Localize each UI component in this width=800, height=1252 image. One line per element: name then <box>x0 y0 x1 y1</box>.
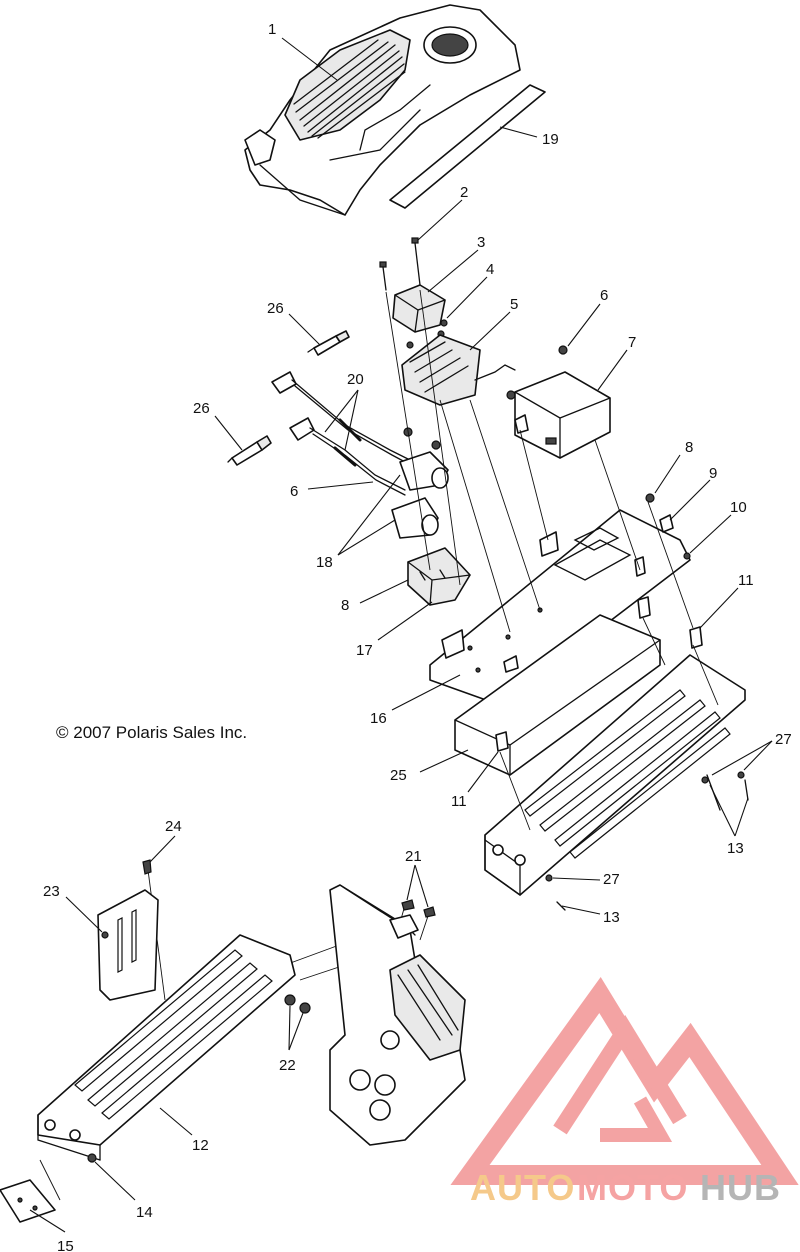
rivet <box>545 874 553 882</box>
callout-18: 18 <box>316 554 333 571</box>
callout-1: 1 <box>268 21 276 38</box>
nut <box>645 493 655 503</box>
callout-24: 24 <box>165 818 182 835</box>
floor-pan <box>37 934 296 1161</box>
rivet <box>737 771 745 779</box>
nut <box>284 994 296 1006</box>
callout-25: 25 <box>390 767 407 784</box>
relay-module <box>392 284 448 338</box>
automotohub-logo <box>450 976 799 1185</box>
side-panel <box>329 884 466 1146</box>
callout-13: 13 <box>727 840 744 857</box>
callout-17: 17 <box>356 642 373 659</box>
callout-11: 11 <box>451 793 467 810</box>
bolt <box>423 906 436 918</box>
callout-7: 7 <box>628 334 636 351</box>
screw <box>142 859 152 875</box>
callout-27: 27 <box>775 731 792 748</box>
callout-15: 15 <box>57 1238 74 1252</box>
callout-10: 10 <box>730 499 747 516</box>
spark-plug <box>227 435 272 466</box>
spark-plug <box>307 330 350 356</box>
callout-13: 13 <box>603 909 620 926</box>
callout-4: 4 <box>486 261 494 278</box>
callout-14: 14 <box>136 1204 153 1221</box>
callout-8: 8 <box>685 439 693 456</box>
callout-6: 6 <box>290 483 298 500</box>
voltage-regulator <box>401 334 516 406</box>
nut <box>506 390 516 400</box>
ignition-coil <box>399 451 449 491</box>
nut <box>558 345 568 355</box>
callout-11: 11 <box>738 572 754 589</box>
callout-23: 23 <box>43 883 60 900</box>
ignition-coil <box>391 497 439 539</box>
push-pin <box>556 901 566 911</box>
callout-27: 27 <box>603 871 620 888</box>
callout-26: 26 <box>193 400 210 417</box>
rivet <box>701 776 709 784</box>
side-bracket <box>97 889 159 1001</box>
standoff-spacer <box>495 556 703 752</box>
screw <box>683 552 691 560</box>
callout-20: 20 <box>347 371 364 388</box>
callout-21: 21 <box>405 848 422 865</box>
callout-22: 22 <box>279 1057 296 1074</box>
callout-16: 16 <box>370 710 387 727</box>
vent-grille <box>293 39 406 139</box>
trim-strip <box>389 84 546 209</box>
small-bracket <box>0 1179 56 1223</box>
callout-9: 9 <box>709 465 717 482</box>
push-pin <box>744 779 749 801</box>
nut <box>299 1002 311 1014</box>
callout-26: 26 <box>267 300 284 317</box>
coil-bracket <box>407 547 471 606</box>
callout-3: 3 <box>477 234 485 251</box>
wordmark-auto: AUTO <box>470 1167 575 1208</box>
automotohub-wordmark: AUTO MOTO HUB <box>470 1167 781 1208</box>
clip <box>659 514 674 533</box>
callout-6: 6 <box>600 287 608 304</box>
vented-floor-plate <box>484 654 746 896</box>
spark-plug-wire <box>271 371 421 496</box>
callout-2: 2 <box>460 184 468 201</box>
copyright-notice: © 2007 Polaris Sales Inc. <box>56 723 247 742</box>
electrical-mounting-plate <box>429 509 691 706</box>
nut <box>87 1153 97 1163</box>
bolt <box>401 899 415 911</box>
wordmark-moto: MOTO <box>577 1167 688 1208</box>
callout-5: 5 <box>510 296 518 313</box>
callout-8: 8 <box>341 597 349 614</box>
leader-lines <box>29 37 773 1233</box>
cdi-module <box>514 371 611 459</box>
hood-console-cover <box>244 4 521 216</box>
bolt <box>379 237 421 291</box>
wordmark-hub: HUB <box>700 1167 781 1208</box>
callout-19: 19 <box>542 131 559 148</box>
callout-numbers: 1 19 2 3 4 5 6 7 26 20 26 6 18 8 9 10 8 … <box>43 21 792 1252</box>
callout-12: 12 <box>192 1137 209 1154</box>
